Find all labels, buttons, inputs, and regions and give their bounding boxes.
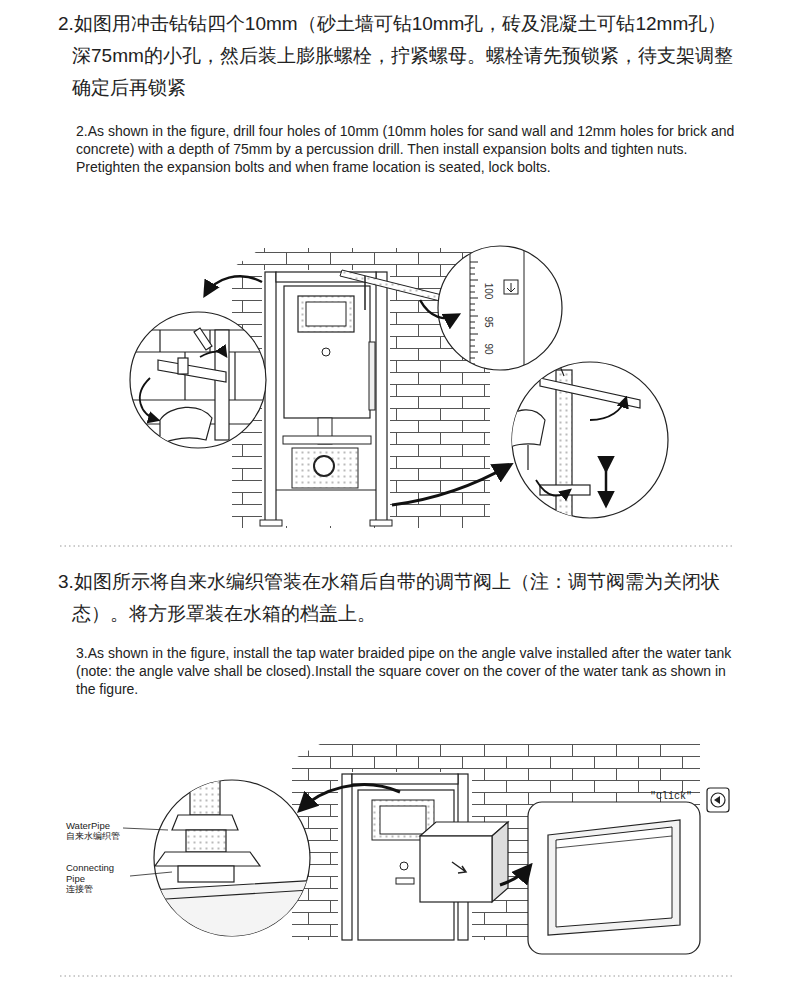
level-callout [470,240,524,375]
adjust-callout [527,445,528,470]
wall-figure-2 [400,862,408,870]
wall-figure-1 [306,302,346,326]
bolt-callout [130,312,270,448]
wall-figure-2 [492,822,508,902]
wall-figure-2 [380,806,426,834]
wall-figure-1 [283,436,371,444]
wall-figure-1 [370,520,392,526]
height-arrow [605,470,608,505]
pointer-arrow [500,866,530,885]
step-instruction-zh: 2.如图用冲击钻钻四个10mm（砂土墙可钻10mm孔，砖及混凝土可钻12mm孔）… [58,8,742,104]
wall-figure-1 [284,286,370,418]
bolt-callout [194,328,212,350]
pointer-arrow [200,352,226,357]
bolt-callout [215,330,229,440]
leader-line [130,872,172,876]
pipe-callout [150,890,310,900]
part-label: 连接管 [66,884,126,894]
level-callout [438,246,562,370]
cover-callout [556,836,672,848]
part-label: WaterPipe [66,820,146,831]
pipe-callout [150,775,320,940]
level-callout [470,240,471,375]
wall-figure-1 [276,489,376,490]
wall-figure-1 [340,270,446,302]
pointer-arrow [205,276,262,295]
wall-figure-1 [292,448,358,488]
pipe-callout [150,775,320,940]
cover-callout [528,802,700,954]
bolt-callout [130,328,270,445]
cover-callout [714,796,720,804]
pointer-arrow [536,480,570,496]
cover-callout [556,827,672,927]
ruler-number: 95 [482,316,494,327]
step-instruction-en: 3.As shown in the figure, install the ta… [76,644,744,698]
adjust-callout [548,366,564,376]
step-instruction-en: 2.As shown in the figure, drill four hol… [76,122,744,176]
cover-callout [711,793,725,807]
wall-figure-1 [369,342,375,410]
pipe-callout [186,830,226,852]
wall-figure-2 [352,774,458,784]
leader-line [123,828,168,830]
bolt-callout [178,358,188,374]
wall-figure-2 [396,878,414,884]
adjust-callout [505,366,640,520]
pointer-arrow [300,785,400,810]
pointer-arrow [140,378,158,420]
wall-figure-1 [260,520,282,526]
wall-figure-2 [452,862,466,873]
pipe-callout [178,866,234,882]
cover-callout [528,788,729,954]
wall-figure-2 [292,744,700,940]
pointer-arrow [590,398,626,420]
wall-figure-1 [376,272,387,524]
pipe-callout [190,775,220,815]
bolt-callout [130,312,266,448]
wall-figure-2 [342,774,352,940]
level-callout [524,240,525,375]
bolt-callout [158,360,226,382]
wall-figure-1 [364,276,366,310]
separator [60,976,735,977]
pointer-arrow [392,465,510,505]
separator [60,546,735,547]
level-callout [507,283,515,292]
wall-figure-1 [262,270,390,526]
pipe-callout [150,880,320,940]
wall-figure-1 [265,272,276,524]
wall-figure-1 [298,296,354,332]
ruler-number: 90 [482,343,494,354]
part-label: Connecting Pipe [66,862,128,884]
wall-figure-2 [292,744,700,940]
level-callout [470,262,478,364]
adjust-callout [505,362,668,520]
pipe-callout [155,852,260,866]
step-instruction-zh: 3.如图所示将自来水编织管装在水箱后自带的调节阀上（注：调节阀需为关闭状态）。将… [58,566,742,630]
part-label: 自来水编织管 [66,831,146,841]
level-callout [438,240,562,375]
wall-figure-1 [314,456,334,476]
wall-figure-2 [420,836,492,902]
cover-callout [548,820,680,935]
wall-figure-1 [322,348,330,356]
pointer-arrow [420,300,458,318]
level-callout [504,280,518,294]
bolt-callout [160,407,212,445]
adjust-callout [540,378,640,408]
click-label: "Click" [650,791,710,803]
cover-callout [707,788,729,812]
ruler-number: 100 [482,283,494,300]
pipe-callout [172,815,238,830]
adjust-callout [505,410,545,450]
